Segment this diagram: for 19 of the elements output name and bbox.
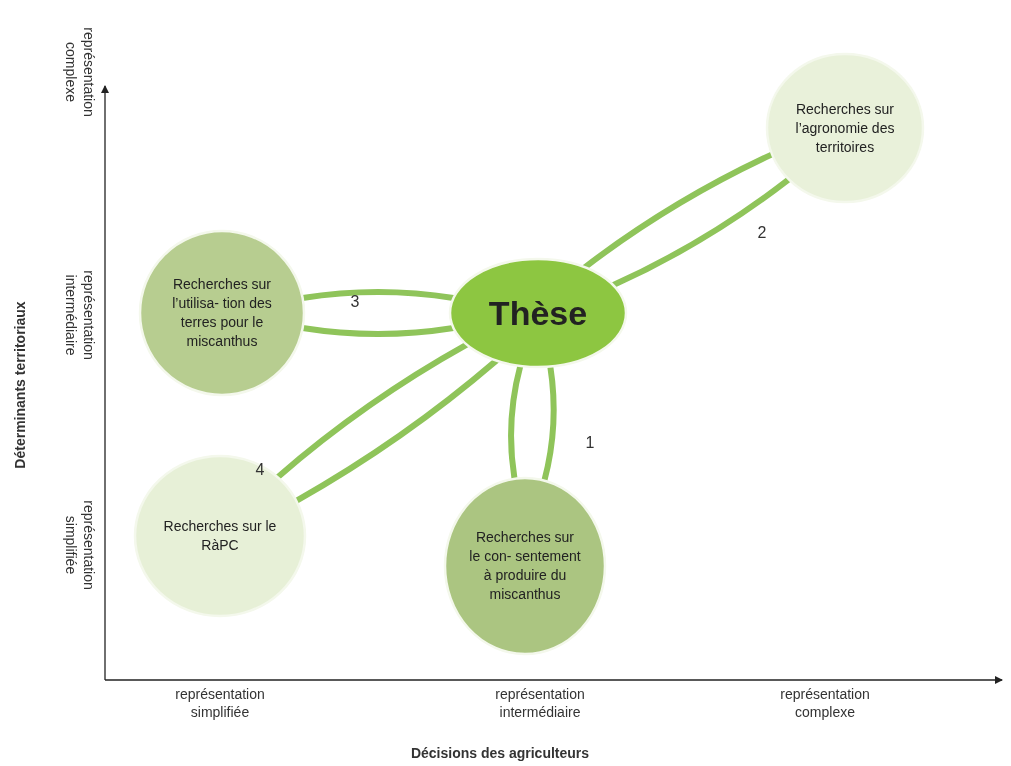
callout-number: 2 [756, 223, 768, 243]
axis-tick-label: représentation complexe [62, 26, 98, 119]
node-text: Recherches sur l’utilisa- tion des terres pour le miscanthus [171, 275, 273, 351]
node-text: Recherches sur l’agronomie des territoires [794, 99, 896, 157]
node-text: Recherches sur le RàPC [162, 517, 278, 555]
axis-tick-label: représentation simplifiée [62, 499, 98, 592]
node-text: Recherches sur le con- sentement à produire du miscanthus [469, 528, 581, 604]
callout-number: 3 [349, 292, 361, 312]
axis-tick-label: représentation simplifiée [174, 685, 266, 721]
node-text: Thèse [488, 293, 588, 333]
axis-title: Déterminants territoriaux [11, 300, 29, 471]
axis-title: Décisions des agriculteurs [409, 744, 591, 763]
axis-tick-label: représentation intermédiaire [62, 269, 98, 362]
axis-tick-label: représentation intermédiaire [494, 685, 586, 721]
axis-tick-label: représentation complexe [779, 685, 871, 721]
connector-line [610, 176, 792, 289]
callout-number: 1 [584, 433, 596, 453]
callout-number: 4 [254, 460, 266, 480]
connector-line [274, 341, 470, 481]
